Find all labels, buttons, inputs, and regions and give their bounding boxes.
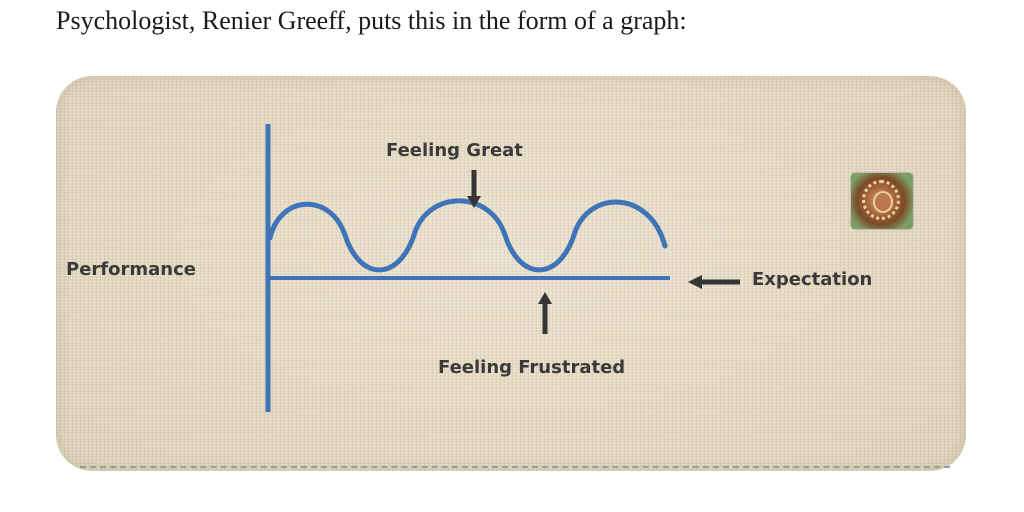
panel-dashed-border (80, 466, 950, 468)
trough-label: Feeling Frustrated (438, 357, 625, 378)
baseline-label: Expectation (752, 269, 872, 290)
intro-text: Psychologist, Renier Greeff, puts this i… (56, 6, 687, 35)
diagram-panel (56, 76, 966, 471)
expectation-arrow (688, 275, 740, 289)
feeling-great-arrow (467, 170, 481, 208)
peak-label: Feeling Great (386, 140, 523, 161)
performance-curve (267, 198, 668, 273)
y-axis-label: Performance (66, 259, 196, 280)
feeling-frustrated-arrow (538, 292, 552, 334)
brain-emblem-icon (851, 173, 913, 229)
